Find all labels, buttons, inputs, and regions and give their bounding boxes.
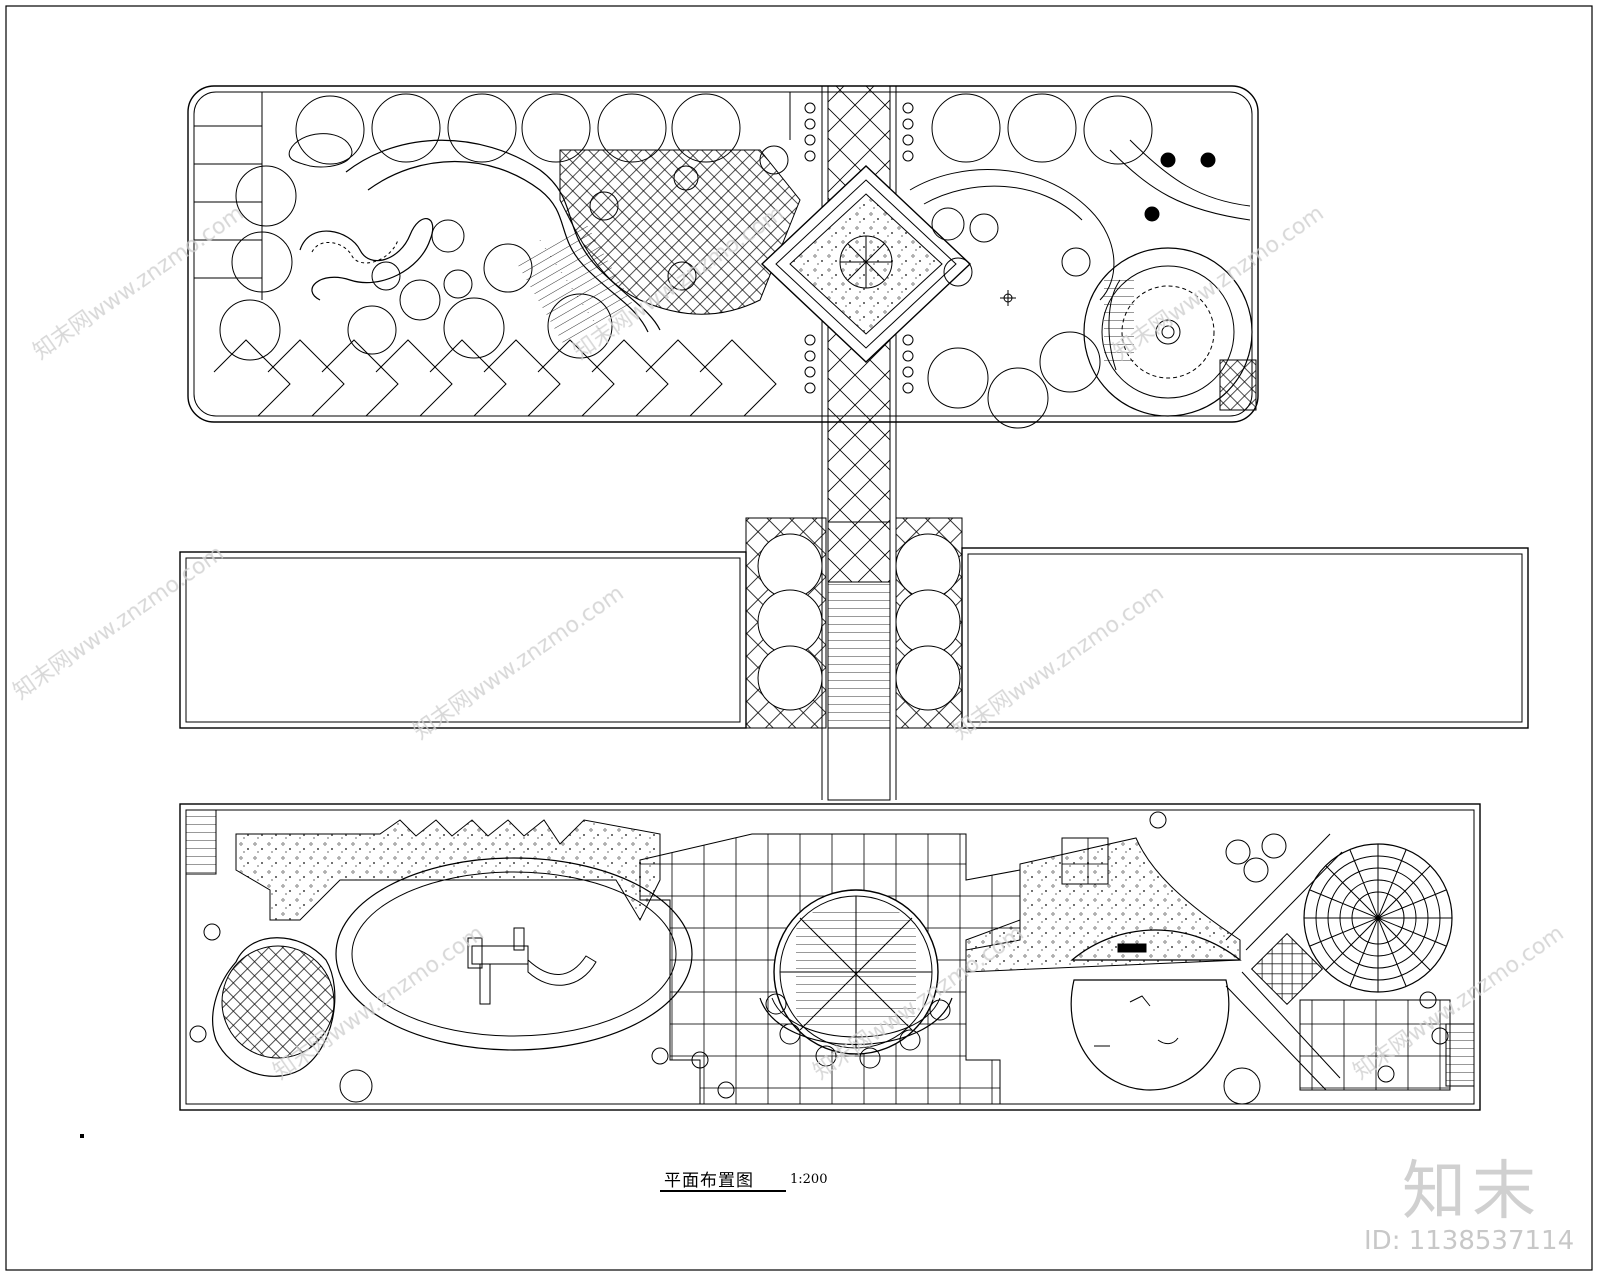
sun-fountain	[1083, 247, 1257, 417]
stairs-top-left	[185, 809, 217, 875]
tiled-corner	[1299, 999, 1451, 1091]
watermark-text: 知末网www.znzmo.com	[949, 581, 1169, 745]
bottom-garden-trees	[189, 811, 1449, 1105]
top-tree-row	[219, 93, 1153, 361]
title-underline	[660, 1190, 786, 1192]
central-diamond-plaza	[760, 165, 972, 363]
lattice-plaza-left	[559, 149, 801, 315]
right-lawn-edge	[909, 169, 1115, 301]
middle-connector-path	[827, 421, 891, 523]
left-parking-strips	[194, 92, 263, 300]
origin-mark	[80, 1134, 84, 1138]
bottom-garden	[179, 803, 1481, 1111]
round-plaza-left	[212, 937, 336, 1077]
right-garden-trees	[927, 152, 1216, 429]
hatched-square	[1250, 932, 1324, 1006]
watermark-text: 知末网www.znzmo.com	[9, 541, 229, 705]
drawing-scale: 1:200	[790, 1172, 828, 1187]
small-grid-square	[1061, 837, 1109, 885]
building-right	[961, 547, 1529, 729]
stream	[299, 217, 434, 301]
radial-pergola	[1303, 843, 1453, 993]
woven-circle-deck	[759, 889, 953, 1055]
deck-shrubs	[765, 993, 951, 1069]
diagonal-parking	[213, 339, 777, 417]
top-garden	[187, 85, 1259, 429]
semicircle-lawn	[1070, 929, 1242, 961]
brand-logo: 知末	[1402, 1155, 1542, 1229]
middle-section	[179, 421, 1529, 801]
diagonal-path	[1225, 833, 1343, 951]
watermark-text: 知末网www.znzmo.com	[409, 581, 629, 745]
stair-steps	[827, 581, 891, 729]
image-id: ID: 1138537114	[1364, 1226, 1575, 1256]
watermark-text: 知末网www.znzmo.com	[29, 201, 249, 365]
round-lawn	[1070, 979, 1230, 1091]
path-side-shrubs	[804, 102, 914, 394]
gravel-band	[235, 819, 661, 922]
courtyard-trees	[757, 533, 961, 711]
drawing-title: 平面布置图	[664, 1171, 754, 1191]
drawing-frame	[5, 5, 1593, 1271]
watermark-text: 知末网www.znzmo.com	[1109, 201, 1329, 365]
gravel-right	[965, 837, 1241, 973]
